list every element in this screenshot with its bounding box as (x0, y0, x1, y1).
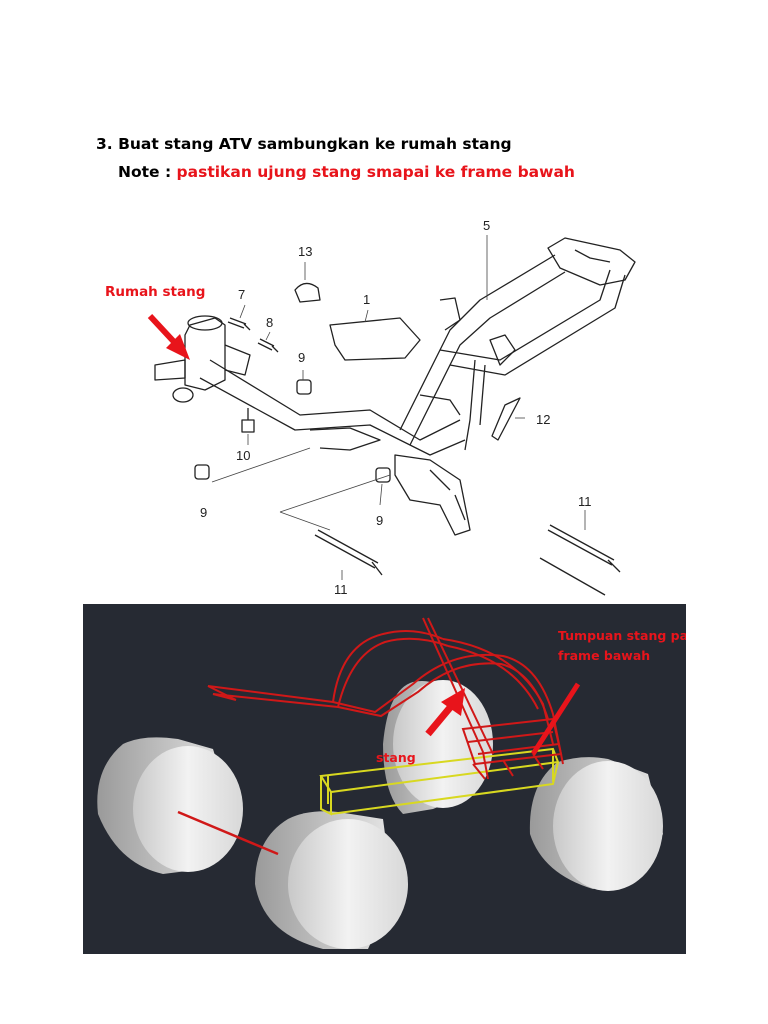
atv-cad-render: Tumpuan stang pada frame bawah stang (83, 604, 686, 954)
wheel-front-left (97, 737, 243, 874)
part-11-bolt-extra (539, 557, 606, 596)
part-number-11-bottom: 11 (334, 582, 348, 597)
wheel-rear-right (529, 757, 663, 891)
part-7-bolt (227, 317, 251, 331)
part-13-clamp (294, 282, 321, 303)
part-number-11-right: 11 (578, 494, 592, 509)
frame-parts-diagram: 13 7 8 1 9 5 10 12 9 9 11 11 Rumah stang (105, 218, 636, 597)
part-number-10: 10 (236, 448, 250, 463)
part-number-8: 8 (266, 315, 273, 330)
part-number-12: 12 (536, 412, 550, 427)
part-number-9-upper: 9 (298, 350, 305, 365)
part-10-bolt (241, 408, 255, 433)
tumpuan-label-line2: frame bawah (558, 648, 650, 663)
note-line: Note : pastikan ujung stang smapai ke fr… (96, 158, 575, 186)
note-prefix: Note : (118, 163, 172, 181)
part-9-bushing-center (375, 467, 391, 483)
step-title: 3. Buat stang ATV sambungkan ke rumah st… (96, 135, 512, 153)
tumpuan-arrow (530, 682, 581, 756)
wheel-front-right (255, 811, 408, 949)
rumah-stang-arrow (147, 313, 190, 360)
part-11-bolt-upper (547, 524, 621, 573)
part-number-5: 5 (483, 218, 490, 233)
part-8-bolt (257, 338, 279, 353)
steering-rod (177, 810, 279, 856)
rumah-stang-label: Rumah stang (105, 284, 205, 300)
tumpuan-label-line1: Tumpuan stang pada (558, 628, 686, 643)
part-11-bolt-lower (314, 529, 383, 576)
note-text: pastikan ujung stang smapai ke frame baw… (176, 163, 575, 181)
part-number-9-center: 9 (376, 513, 383, 528)
red-upper-frame (207, 617, 564, 780)
part-12-pin (491, 397, 521, 441)
part-number-13: 13 (298, 244, 312, 259)
leader-lines (211, 235, 586, 580)
part-9-bushing-left (194, 464, 210, 480)
main-frame (154, 237, 636, 536)
part-number-1: 1 (363, 292, 370, 307)
stang-arrow (425, 688, 465, 737)
yellow-lower-frame (319, 747, 560, 816)
part-9-bushing-upper (296, 379, 312, 395)
part-1-cover (329, 317, 421, 361)
instruction-heading: 3. Buat stang ATV sambungkan ke rumah st… (96, 130, 575, 186)
stang-label: stang (376, 750, 416, 765)
part-number-9-left: 9 (200, 505, 207, 520)
part-number-7: 7 (238, 287, 245, 302)
